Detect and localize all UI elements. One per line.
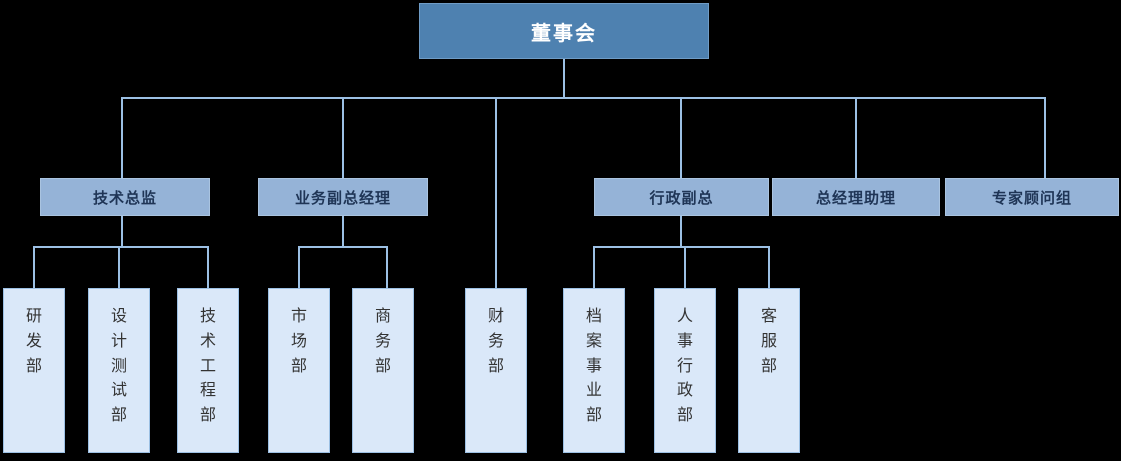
node-commerce-label: 商务部 — [374, 308, 391, 375]
node-commerce[interactable]: 商务部 — [352, 288, 414, 453]
node-admin-vp-label: 行政副总 — [649, 189, 714, 207]
node-tech-eng[interactable]: 技术工程部 — [177, 288, 239, 453]
connector-main-bus — [121, 97, 1045, 99]
connector-drop-design-test — [118, 246, 120, 288]
node-hr-admin[interactable]: 人事行政部 — [654, 288, 716, 453]
node-business-vp[interactable]: 业务副总经理 — [258, 178, 428, 216]
connector-stem-tech-director — [121, 216, 123, 247]
node-board[interactable]: 董事会 — [419, 3, 709, 59]
connector-bus-tech-director — [33, 246, 208, 248]
node-admin-vp[interactable]: 行政副总 — [594, 178, 769, 216]
node-finance[interactable]: 财务部 — [465, 288, 527, 453]
node-board-label: 董事会 — [531, 22, 597, 45]
node-marketing-label: 市场部 — [290, 308, 307, 375]
node-tech-director-label: 技术总监 — [92, 189, 157, 207]
connector-drop-expert-advisory — [1044, 97, 1046, 178]
node-gm-assistant[interactable]: 总经理助理 — [772, 178, 940, 216]
connector-drop-archives — [593, 246, 595, 288]
connector-bus-business-vp — [298, 246, 387, 248]
connector-drop-tech-director — [121, 97, 123, 178]
connector-root-stem — [563, 59, 565, 99]
node-expert-advisory[interactable]: 专家顾问组 — [945, 178, 1119, 216]
connector-drop-hr-admin — [684, 246, 686, 288]
node-rd-dept-label: 研发部 — [25, 308, 42, 375]
connector-drop-marketing — [298, 246, 300, 288]
connector-drop-commerce — [386, 246, 388, 288]
node-tech-director[interactable]: 技术总监 — [40, 178, 210, 216]
connector-drop-rd-dept — [33, 246, 35, 288]
node-design-test[interactable]: 设计测试部 — [88, 288, 150, 453]
connector-drop-business-vp — [342, 97, 344, 178]
node-business-vp-label: 业务副总经理 — [294, 189, 391, 207]
node-customer-svc[interactable]: 客服部 — [738, 288, 800, 453]
node-finance-label: 财务部 — [487, 308, 504, 375]
node-archives[interactable]: 档案事业部 — [563, 288, 625, 453]
node-hr-admin-label: 人事行政部 — [676, 308, 693, 425]
connector-drop-admin-vp — [680, 97, 682, 178]
connector-drop-customer-svc — [768, 246, 770, 288]
node-gm-assistant-label: 总经理助理 — [815, 189, 896, 207]
node-tech-eng-label: 技术工程部 — [199, 308, 216, 425]
connector-drop-tech-eng — [207, 246, 209, 288]
node-archives-label: 档案事业部 — [585, 308, 602, 425]
node-expert-advisory-label: 专家顾问组 — [991, 189, 1072, 207]
connector-drop-gm-assistant — [855, 97, 857, 178]
connector-bus-admin-vp — [593, 246, 769, 248]
node-marketing[interactable]: 市场部 — [268, 288, 330, 453]
connector-stem-admin-vp — [680, 216, 682, 247]
node-design-test-label: 设计测试部 — [110, 308, 127, 425]
connector-stem-business-vp — [342, 216, 344, 247]
node-rd-dept[interactable]: 研发部 — [3, 288, 65, 453]
node-customer-svc-label: 客服部 — [760, 308, 777, 375]
connector-drop-finance — [495, 97, 497, 288]
